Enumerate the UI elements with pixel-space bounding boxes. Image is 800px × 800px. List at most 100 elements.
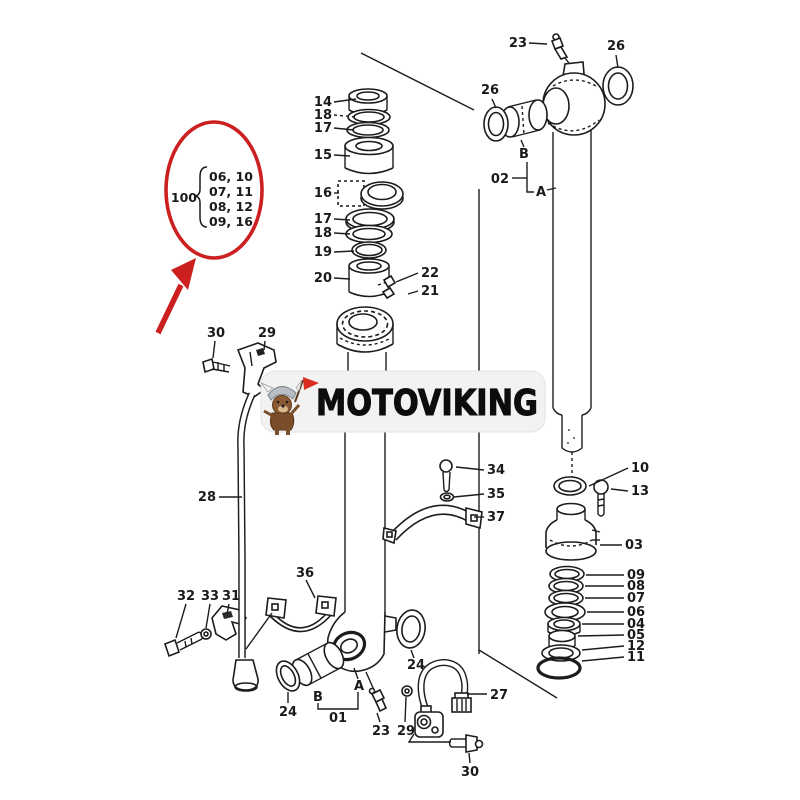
part-20-cup — [348, 258, 391, 298]
bolt-30-bottom — [448, 734, 484, 753]
pipe-28-drawing — [232, 392, 259, 692]
callout-row-3: 08, 12 — [209, 199, 253, 214]
part-label-03: 03 — [625, 538, 643, 553]
highlight-callout: 100 06, 10 07, 11 08, 12 09, 16 — [155, 120, 264, 335]
banner-background — [260, 370, 546, 433]
callout-brace — [193, 166, 208, 228]
part-label-04: 04 — [627, 617, 645, 632]
part-label-18b: 18 — [314, 226, 332, 241]
part-label-16: 16 — [314, 186, 332, 201]
part-label-12: 12 — [627, 639, 645, 654]
grease-fitting-top — [550, 33, 573, 68]
part-label-23-top: 23 — [509, 36, 527, 51]
part-label-15: 15 — [314, 148, 332, 163]
part-label-29-top: 29 — [258, 326, 276, 341]
part-label-37: 37 — [487, 510, 505, 525]
part-label-30-top: 30 — [207, 326, 225, 341]
part-label-26-left: 26 — [481, 83, 499, 98]
part-label-08: 08 — [627, 579, 645, 594]
part-label-11: 11 — [627, 650, 645, 665]
washer-35 — [439, 492, 455, 502]
part-label-02: 02 — [491, 172, 509, 187]
clamp-37 — [382, 504, 483, 545]
bushing-B-bottom — [291, 641, 345, 687]
part-label-33: 33 — [201, 589, 219, 604]
part-label-18: 18 — [314, 108, 332, 123]
part-label-23-bottom: 23 — [372, 724, 390, 739]
rod-assembly-drawing — [483, 33, 634, 478]
ref-label-A-top: A — [536, 185, 546, 200]
bolt-32 — [164, 631, 203, 658]
seal-stack-drawing — [337, 88, 404, 300]
part-label-06: 06 — [627, 605, 645, 620]
clamp-hardware-drawing — [164, 342, 483, 658]
ring-11 — [536, 656, 582, 680]
part-labels: 14 18 17 15 16 17 18 19 20 22 21 23 26 2… — [177, 36, 649, 780]
part-label-24-right: 24 — [407, 658, 425, 673]
ring-12 — [541, 644, 581, 662]
part-19-ring — [351, 241, 387, 259]
cylinder-tube-drawing — [275, 306, 426, 713]
part-label-28: 28 — [198, 490, 216, 505]
part-15-piston — [344, 136, 394, 175]
part-label-20: 20 — [314, 271, 332, 286]
oring-10 — [553, 476, 587, 496]
watermark-banner: MOTOVIKING — [259, 370, 546, 435]
part-label-13: 13 — [631, 484, 649, 499]
rod-shaft — [552, 130, 592, 478]
part-label-26-right: 26 — [607, 39, 625, 54]
part-label-35: 35 — [487, 487, 505, 502]
part-21-plug — [381, 286, 396, 300]
part-label-31: 31 — [222, 589, 240, 604]
part-label-24-left: 24 — [279, 705, 297, 720]
highlight-ellipse — [164, 120, 264, 260]
bracket-31 — [211, 605, 248, 641]
ref-label-B-top: B — [519, 147, 529, 162]
part-label-29-bottom: 29 — [397, 724, 415, 739]
leader-lines — [175, 42, 629, 764]
oring-26-left — [483, 106, 509, 142]
part-label-09: 09 — [627, 568, 645, 583]
part-label-21: 21 — [421, 284, 439, 299]
gland-stack-drawing — [536, 476, 609, 680]
part-label-30-bottom: 30 — [461, 765, 479, 780]
part-label-01: 01 — [329, 711, 347, 726]
highlight-arrow — [155, 258, 196, 335]
grease-fitting-bottom — [365, 671, 388, 713]
part-label-19: 19 — [314, 245, 332, 260]
part-label-10: 10 — [631, 461, 649, 476]
part-label-05: 05 — [627, 628, 645, 643]
ref-label-B-bottom: B — [313, 690, 323, 705]
part-label-32: 32 — [177, 589, 195, 604]
part-22-fitting — [382, 274, 397, 289]
callout-row-1: 06, 10 — [209, 169, 253, 184]
elbow-fitting — [414, 705, 444, 738]
cylinder-head-03 — [545, 502, 601, 561]
callout-row-4: 09, 16 — [209, 214, 253, 229]
bolt-34 — [439, 459, 453, 493]
part-label-34: 34 — [487, 463, 505, 478]
part-label-27: 27 — [490, 688, 508, 703]
callout-group-number: 100 — [171, 190, 197, 205]
callout-row-2: 07, 11 — [209, 184, 253, 199]
bolt-30-top — [202, 357, 231, 374]
washer-33 — [200, 628, 212, 640]
tube-cap — [336, 306, 394, 376]
oring-24-right — [396, 609, 426, 649]
ref-label-A-bottom: A — [354, 679, 364, 694]
brand-wordmark: MOTOVIKING — [316, 383, 538, 424]
viking-dog-icon — [259, 377, 319, 435]
part-label-17: 17 — [314, 121, 332, 136]
pipe-bracket — [236, 342, 277, 398]
part-label-07: 07 — [627, 591, 645, 606]
ring-29-bottom — [401, 685, 413, 697]
bolt-13 — [593, 479, 609, 517]
part-label-14: 14 — [314, 95, 332, 110]
part-18b-ring — [345, 224, 393, 244]
part-label-17b: 17 — [314, 212, 332, 227]
oring-26-right — [602, 66, 634, 106]
part-label-36: 36 — [296, 566, 314, 581]
clamp-36 — [245, 595, 337, 650]
